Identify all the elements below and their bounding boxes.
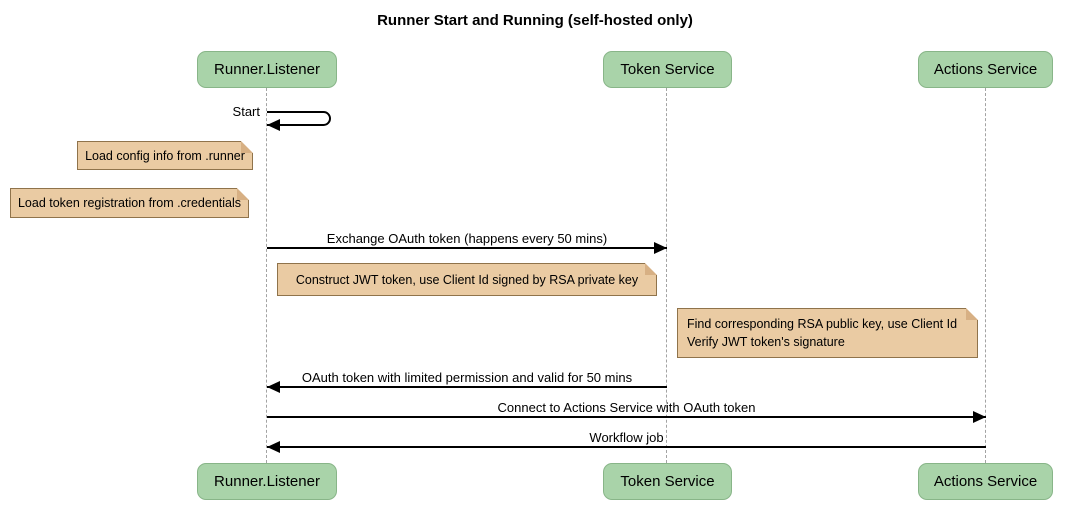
participant-actions-service-top: Actions Service [918,51,1053,88]
note-text: Construct JWT token, use Client Id signe… [295,272,639,287]
note-load-token-registration: Load token registration from .credential… [10,188,249,218]
note-text: Load token registration from .credential… [17,196,242,210]
note-fold-icon [966,308,978,320]
arrowhead-left-icon [267,381,280,393]
message-workflow-job-line [267,446,986,448]
lifeline-actions-service [985,88,986,463]
message-exchange-oauth-line [267,247,667,249]
message-oauth-return-label: OAuth token with limited permission and … [301,370,633,385]
note-load-config: Load config info from .runner [77,141,253,170]
note-fold-icon [241,141,253,153]
participant-token-service-top: Token Service [603,51,732,88]
message-exchange-oauth-label: Exchange OAuth token (happens every 50 m… [326,231,608,246]
note-fold-icon [237,188,249,200]
arrowhead-right-icon [654,242,667,254]
participant-label: Runner.Listener [214,473,320,490]
lifeline-runner-listener [266,88,267,463]
participant-runner-listener-bottom: Runner.Listener [197,463,337,500]
participant-runner-listener-top: Runner.Listener [197,51,337,88]
participant-label: Actions Service [933,61,1038,78]
message-connect-actions-label: Connect to Actions Service with OAuth to… [497,400,756,415]
participant-token-service-bottom: Token Service [603,463,732,500]
message-connect-actions-line [267,416,986,418]
note-text: Find corresponding RSA public key, use C… [687,316,958,349]
note-construct-jwt: Construct JWT token, use Client Id signe… [277,263,657,296]
self-message-loop [267,111,331,126]
arrowhead-left-icon [267,441,280,453]
arrowhead-left-icon [267,119,280,131]
participant-label: Token Service [620,61,715,78]
note-text: Load config info from .runner [85,148,245,163]
message-workflow-job-label: Workflow job [589,430,664,445]
note-fold-icon [645,263,657,275]
arrowhead-right-icon [973,411,986,423]
participant-label: Actions Service [933,473,1038,490]
participant-label: Token Service [620,473,715,490]
diagram-title: Runner Start and Running (self-hosted on… [377,12,693,29]
participant-label: Runner.Listener [214,61,320,78]
message-oauth-return-line [267,386,667,388]
note-verify-jwt: Find corresponding RSA public key, use C… [677,308,978,358]
participant-actions-service-bottom: Actions Service [918,463,1053,500]
lifeline-token-service [666,88,667,463]
message-start-label: Start [232,104,260,119]
